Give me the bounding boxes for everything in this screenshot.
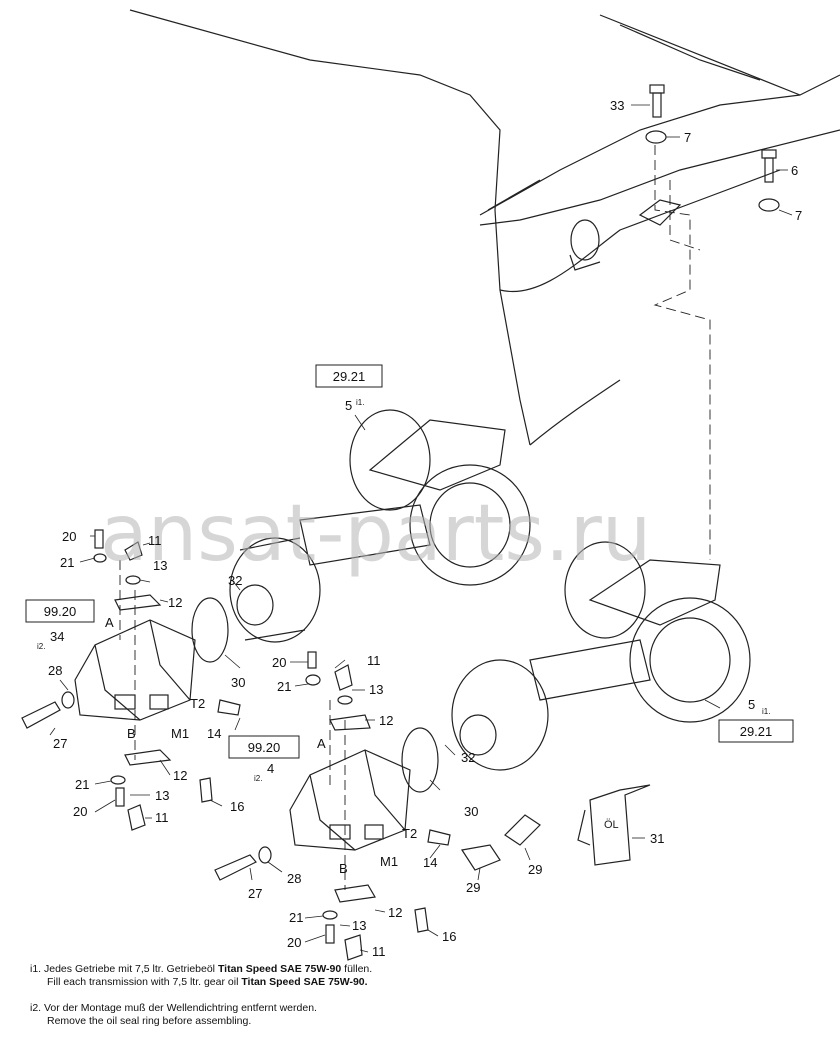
ref-box-gearbox-left: 99.20 — [25, 599, 95, 623]
note-i1-german: i1. Jedes Getriebe mit 7,5 ltr. Getriebe… — [30, 963, 373, 975]
callout-29a: 29 — [466, 880, 480, 895]
callout-28-r: 28 — [287, 871, 301, 886]
callout-B-r: B — [339, 861, 348, 876]
note-i2-english: Remove the oil seal ring before assembli… — [47, 1015, 252, 1027]
callout-13-r1: 13 — [369, 682, 383, 697]
o-ring-left — [191, 597, 229, 663]
callout-21-l2: 21 — [75, 777, 89, 792]
callout-11-r2: 11 — [372, 944, 386, 959]
callout-11-r1: 11 — [367, 653, 381, 668]
note-i2-german: i2. Vor der Montage muß der Wellendichtr… — [30, 1002, 317, 1014]
callout-7a: 7 — [684, 130, 691, 145]
note-i2: i2. Vor der Montage muß der Wellendichtr… — [30, 1002, 830, 1028]
callout-21-r1: 21 — [277, 679, 291, 694]
callout-labels: 33 7 6 7 5 i1. 5 i1. 20 21 11 13 12 34 i… — [37, 98, 802, 959]
callout-30-l: 30 — [231, 675, 245, 690]
assembly-guide-lines — [119, 145, 711, 890]
callout-M1-l: M1 — [171, 726, 189, 741]
callout-14-l: 14 — [207, 726, 221, 741]
callout-34: 34 — [50, 629, 64, 644]
callout-20-l1: 20 — [62, 529, 76, 544]
callout-13-r2: 13 — [352, 918, 366, 933]
callout-12-r2: 12 — [388, 905, 402, 920]
svg-text:29.21: 29.21 — [740, 724, 773, 739]
gearbox-right — [289, 749, 411, 851]
callout-11-l1: 11 — [148, 533, 162, 548]
ref-box-axle-lower: 29.21 — [718, 719, 794, 743]
callout-A-r: A — [317, 736, 326, 751]
callout-20-r2: 20 — [287, 935, 301, 950]
callout-20-l2: 20 — [73, 804, 87, 819]
callout-21-r2: 21 — [289, 910, 303, 925]
callout-4: 4 — [267, 761, 274, 776]
callout-T2-l: T2 — [190, 696, 205, 711]
callout-13-l1: 13 — [153, 558, 167, 573]
callout-29b: 29 — [528, 862, 542, 877]
callout-32-r: 32 — [461, 750, 475, 765]
callout-16-l: 16 — [230, 799, 244, 814]
callout-16-r: 16 — [442, 929, 456, 944]
drive-axle-lower — [451, 541, 751, 771]
callout-27-l: 27 — [53, 736, 67, 751]
callout-5-lower: 5 — [748, 697, 755, 712]
callout-30-r: 30 — [464, 804, 478, 819]
callout-32-l: 32 — [228, 573, 242, 588]
leader-lines — [49, 104, 793, 953]
ref-box-axle-upper: 29.21 — [315, 364, 383, 388]
watermark: ansat-parts.ru — [100, 489, 651, 579]
svg-text:99.20: 99.20 — [44, 604, 77, 619]
o-ring-right — [401, 727, 439, 793]
gearbox-left — [74, 619, 196, 721]
callout-14-r: 14 — [423, 855, 437, 870]
callout-28-l: 28 — [48, 663, 62, 678]
callout-7b: 7 — [795, 208, 802, 223]
callout-21-l1: 21 — [60, 555, 74, 570]
footnotes: i1. Jedes Getriebe mit 7,5 ltr. Getriebe… — [30, 963, 830, 1041]
note-i1: i1. Jedes Getriebe mit 7,5 ltr. Getriebe… — [30, 963, 830, 989]
callout-13-l2: 13 — [155, 788, 169, 803]
drive-axle-upper — [229, 409, 531, 643]
callout-5-upper: 5 — [345, 398, 352, 413]
callout-M1-r: M1 — [380, 854, 398, 869]
note-i1-english: Fill each transmission with 7,5 ltr. gea… — [47, 976, 368, 988]
callout-11-l2: 11 — [155, 810, 169, 825]
callout-5-upper-note: i1. — [356, 398, 364, 407]
callout-33: 33 — [610, 98, 624, 113]
ref-box-gearbox-right: 99.20 — [228, 735, 300, 759]
oil-can-label: ÖL — [604, 819, 619, 831]
callout-T2-r: T2 — [402, 826, 417, 841]
callout-4-note: i2. — [254, 774, 262, 783]
callout-B-l: B — [127, 726, 136, 741]
callout-31: 31 — [650, 831, 664, 846]
small-parts — [21, 84, 780, 961]
callout-6: 6 — [791, 163, 798, 178]
callout-A-l: A — [105, 615, 114, 630]
chassis-frame — [129, 9, 840, 446]
callout-12-l2: 12 — [173, 768, 187, 783]
callout-20-r1: 20 — [272, 655, 286, 670]
callout-12-r1: 12 — [379, 713, 393, 728]
svg-text:29.21: 29.21 — [333, 369, 366, 384]
callout-27-r: 27 — [248, 886, 262, 901]
callout-5-lower-note: i1. — [762, 707, 770, 716]
callout-34-note: i2. — [37, 642, 45, 651]
callout-12-l1: 12 — [168, 595, 182, 610]
svg-text:99.20: 99.20 — [248, 740, 281, 755]
